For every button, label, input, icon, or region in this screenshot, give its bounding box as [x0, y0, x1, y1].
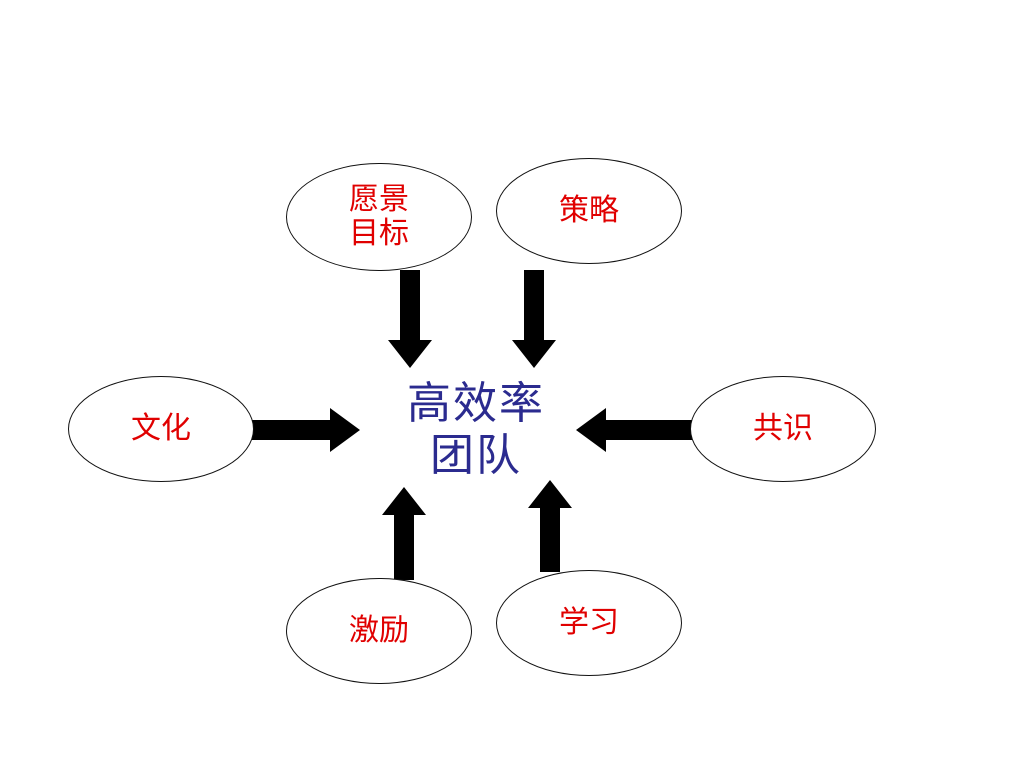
- node-motivation-label: 激励: [349, 613, 409, 648]
- node-consensus: 共识: [690, 376, 876, 482]
- node-learning-label: 学习: [559, 605, 619, 640]
- arrow-strategy-to-center: [512, 270, 556, 368]
- arrow-learning-to-center: [528, 480, 572, 572]
- node-motivation: 激励: [286, 578, 472, 684]
- node-learning: 学习: [496, 570, 682, 676]
- node-strategy-label: 策略: [559, 193, 619, 228]
- node-vision-label: 愿景 目标: [349, 182, 409, 251]
- node-consensus-label: 共识: [753, 411, 813, 446]
- arrow-culture-to-center: [252, 408, 360, 452]
- center-label: 高效率 团队: [407, 378, 545, 481]
- arrow-motivation-to-center: [382, 487, 426, 580]
- node-culture-label: 文化: [131, 411, 191, 446]
- node-vision: 愿景 目标: [286, 163, 472, 271]
- arrow-vision-to-center: [388, 270, 432, 368]
- node-culture: 文化: [68, 376, 254, 482]
- arrow-consensus-to-center: [576, 408, 692, 452]
- node-strategy: 策略: [496, 158, 682, 264]
